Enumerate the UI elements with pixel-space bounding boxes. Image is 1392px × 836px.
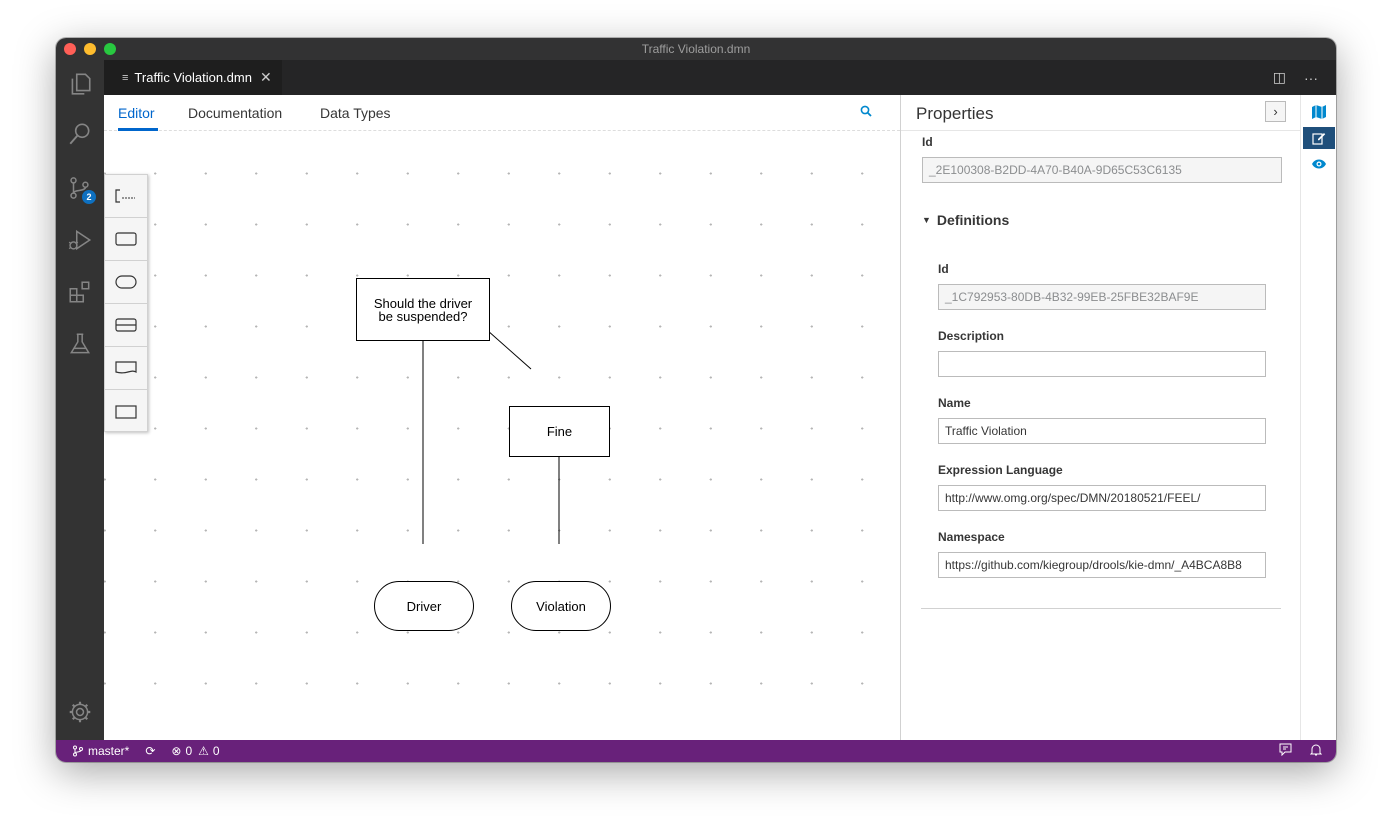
name-label: Name	[938, 396, 971, 410]
testing-icon	[69, 333, 91, 354]
text-annotation-icon	[115, 189, 135, 203]
collapse-panel-button[interactable]: ›	[1265, 101, 1286, 122]
error-count: 0	[185, 744, 193, 758]
diagram-edges	[419, 305, 563, 544]
source-control-badge: 2	[82, 190, 96, 204]
extensions-button[interactable]	[56, 268, 104, 316]
expression-language-label: Expression Language	[938, 463, 1063, 477]
name-field[interactable]: Traffic Violation	[938, 418, 1266, 444]
source-control-icon	[70, 177, 89, 199]
feedback-icon[interactable]	[1279, 743, 1292, 759]
minimize-window-button[interactable]	[84, 43, 96, 55]
editor-view-tabs: Editor Documentation Data Types	[104, 95, 900, 131]
editor-tab-bar: ≡ Traffic Violation.dmn ✕ ◫ ···	[104, 60, 1336, 95]
extensions-icon	[69, 281, 90, 303]
diagram-canvas[interactable]: Should the driver be suspended? Fine Dri…	[104, 132, 900, 732]
top-id-label: Id	[922, 135, 933, 149]
tab-documentation[interactable]: Documentation	[188, 105, 283, 121]
fine-decision-node[interactable]: Fine	[509, 406, 610, 457]
source-control-button[interactable]: 2	[56, 164, 104, 212]
run-debug-button[interactable]	[56, 216, 104, 264]
testing-button[interactable]	[56, 320, 104, 368]
navigator-button[interactable]	[1303, 101, 1335, 123]
title-bar: Traffic Violation.dmn	[56, 38, 1336, 60]
tab-editor[interactable]: Editor	[118, 105, 155, 121]
notifications-bell-icon[interactable]	[1309, 743, 1323, 759]
namespace-label: Namespace	[938, 530, 1005, 544]
dmn-editor: Editor Documentation Data Types Should t…	[104, 95, 1336, 740]
decision-node[interactable]: Should the driver be suspended?	[356, 278, 490, 341]
explorer-button[interactable]	[56, 60, 104, 108]
settings-gear-icon	[69, 701, 91, 723]
shape-palette	[104, 174, 148, 432]
eye-icon	[1312, 159, 1326, 169]
preview-button[interactable]	[1303, 153, 1335, 175]
search-icon[interactable]	[860, 105, 872, 120]
warning-count: 0	[212, 744, 220, 758]
sync-button[interactable]: ⟳	[145, 744, 155, 758]
branch-indicator[interactable]: master*	[72, 744, 129, 758]
description-field[interactable]	[938, 351, 1266, 377]
properties-button[interactable]	[1303, 127, 1335, 149]
close-window-button[interactable]	[64, 43, 76, 55]
error-icon: ⊗	[171, 744, 182, 758]
tab-actions: ◫ ···	[1273, 60, 1318, 95]
app-window: Traffic Violation.dmn 2 ≡ Traffic Violat…	[56, 38, 1336, 762]
warning-icon: ⚠	[198, 744, 209, 758]
top-id-field[interactable]: _2E100308-B2DD-4A70-B40A-9D65C53C6135	[922, 157, 1282, 183]
palette-input-data[interactable]	[105, 261, 147, 304]
id-label: Id	[938, 262, 949, 276]
status-bar-right	[1279, 740, 1323, 762]
file-menu-icon: ≡	[122, 71, 129, 84]
expression-language-field[interactable]: http://www.omg.org/spec/DMN/20180521/FEE…	[938, 485, 1266, 511]
palette-decision-service[interactable]	[105, 390, 147, 433]
right-side-rail	[1300, 95, 1336, 740]
id-field[interactable]: _1C792953-80DB-4B32-99EB-25FBE32BAF9E	[938, 284, 1266, 310]
definitions-section-toggle[interactable]: ▼ Definitions	[922, 212, 1009, 228]
properties-header: Properties ›	[901, 95, 1301, 131]
properties-panel: Properties › Id _2E100308-B2DD-4A70-B40A…	[900, 95, 1301, 740]
palette-decision[interactable]	[105, 218, 147, 261]
decision-shape-icon	[115, 232, 137, 246]
section-divider	[921, 608, 1281, 609]
palette-text-annotation[interactable]	[105, 175, 147, 218]
properties-title: Properties	[916, 104, 994, 123]
close-tab-icon[interactable]: ✕	[259, 69, 272, 85]
tab-traffic-violation[interactable]: ≡ Traffic Violation.dmn ✕	[104, 60, 282, 95]
namespace-field[interactable]: https://github.com/kiegroup/drools/kie-d…	[938, 552, 1266, 578]
search-icon	[69, 123, 90, 145]
palette-knowledge-source[interactable]	[105, 347, 147, 390]
more-actions-icon[interactable]: ···	[1304, 69, 1318, 86]
chevron-down-icon: ▼	[922, 215, 931, 225]
problems-indicator[interactable]: ⊗ 0 ⚠ 0	[171, 744, 219, 758]
input-data-shape-icon	[115, 275, 137, 289]
description-label: Description	[938, 329, 1005, 343]
files-icon	[71, 73, 91, 95]
palette-bkm[interactable]	[105, 304, 147, 347]
violation-input-node[interactable]: Violation	[511, 581, 611, 631]
map-icon	[1312, 105, 1326, 119]
tab-label: Traffic Violation.dmn	[134, 70, 252, 85]
tab-data-types[interactable]: Data Types	[320, 105, 391, 121]
sync-icon: ⟳	[145, 744, 156, 758]
activity-bar: 2	[56, 60, 104, 740]
decision-service-shape-icon	[115, 404, 137, 419]
git-branch-icon	[73, 745, 83, 757]
knowledge-model-shape-icon	[115, 318, 137, 332]
edit-icon	[1312, 133, 1326, 145]
driver-input-node[interactable]: Driver	[374, 581, 474, 631]
zoom-window-button[interactable]	[104, 43, 116, 55]
search-button[interactable]	[56, 110, 104, 158]
run-debug-icon	[68, 229, 92, 251]
active-tab-indicator	[118, 128, 158, 131]
knowledge-source-shape-icon	[115, 361, 137, 374]
split-editor-icon[interactable]: ◫	[1272, 69, 1286, 85]
window-title: Traffic Violation.dmn	[641, 42, 751, 56]
status-bar: master* ⟳ ⊗ 0 ⚠ 0	[56, 740, 1336, 762]
branch-name: master*	[88, 744, 130, 758]
manage-button[interactable]	[56, 688, 104, 736]
section-title: Definitions	[936, 212, 1010, 228]
